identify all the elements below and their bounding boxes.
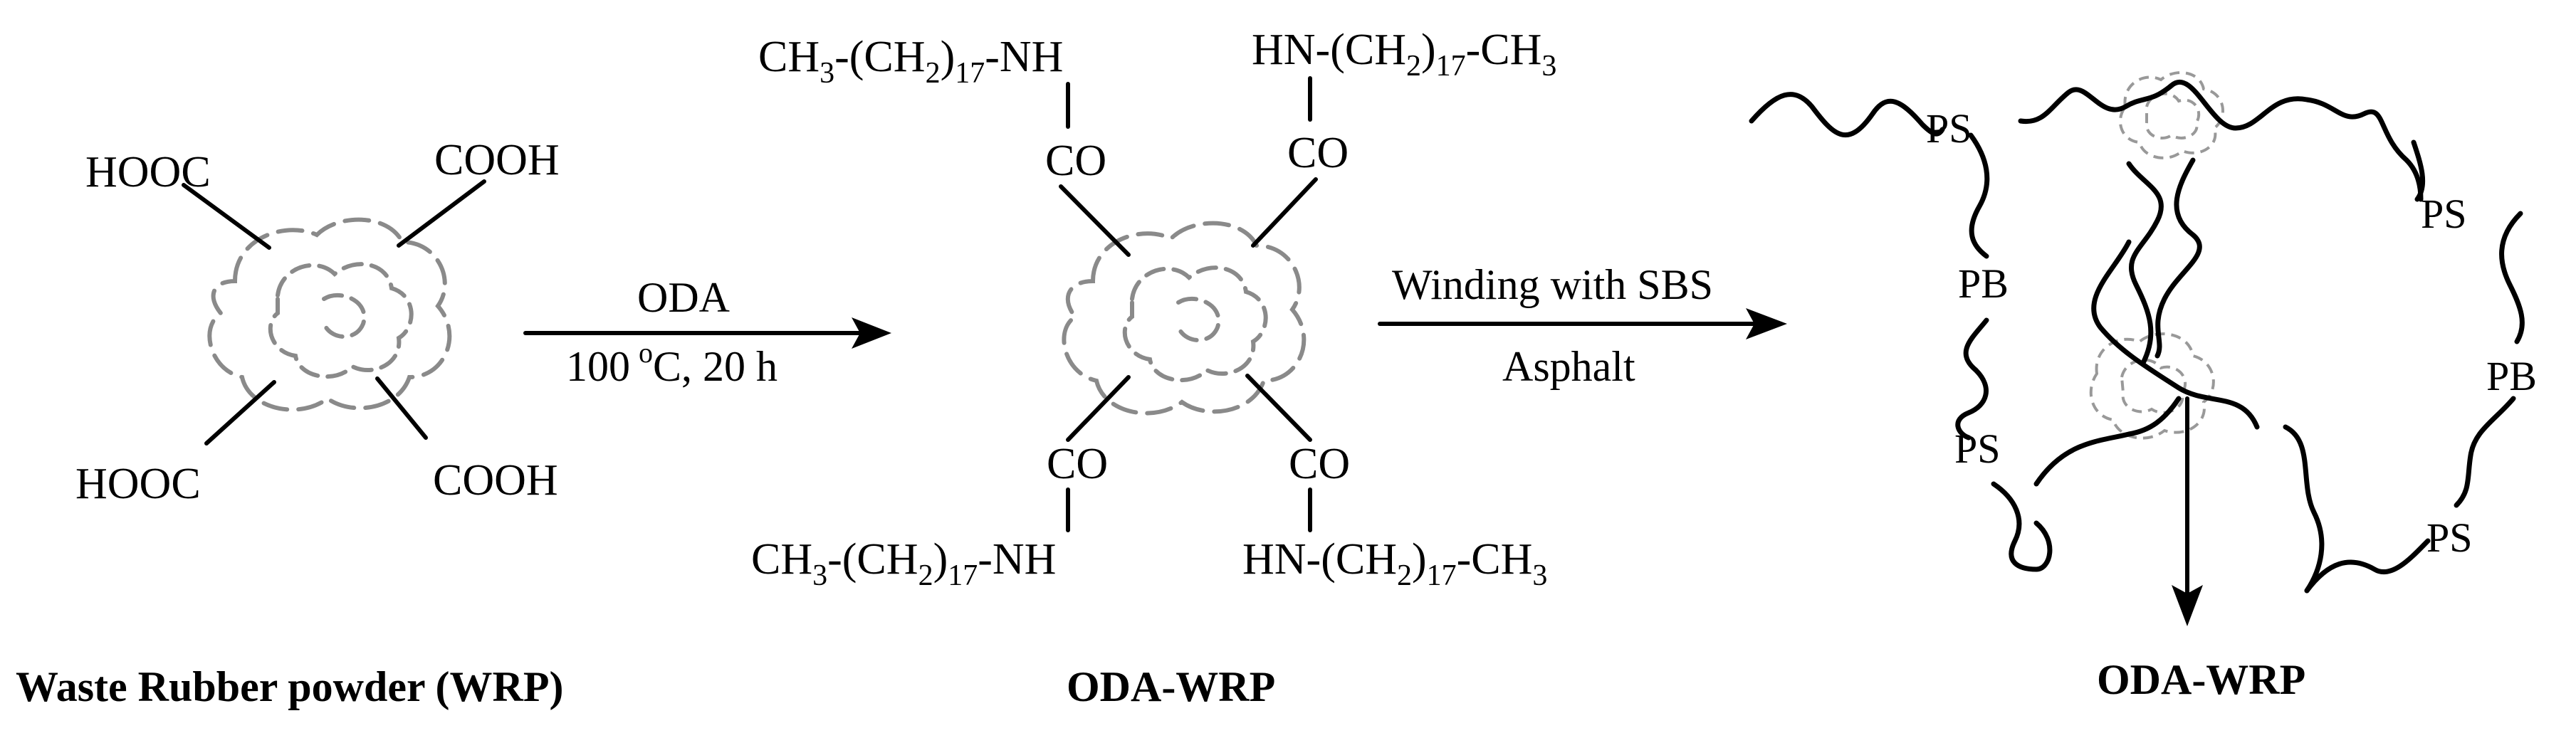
label-pb-right: PB — [2486, 353, 2537, 399]
wrp-group-bottom-left: HOOC — [75, 460, 201, 508]
chain-bottom-left — [1991, 481, 2053, 572]
wrp-group-top-left: HOOC — [85, 148, 211, 196]
chain-bottom-right: HN-(CH2)17-CH3 — [1242, 535, 1547, 592]
carbonyl-bottom-right: CO — [1289, 440, 1350, 488]
bond-top-right — [397, 179, 486, 248]
label-ps-left: PS — [1954, 426, 2001, 472]
chain-center-left — [2033, 396, 2182, 487]
step1-reagent: ODA — [637, 274, 730, 321]
network-particle-center-icon — [2089, 332, 2215, 440]
bond-bottom-right — [375, 376, 428, 440]
bond-bottom-left — [204, 380, 276, 445]
chain-bottom-mid — [2283, 424, 2325, 594]
chain-inner-3 — [2091, 239, 2260, 430]
bond-top-left — [182, 183, 271, 250]
step2-line2: Asphalt — [1502, 343, 1635, 390]
chain-left-vertical — [1968, 132, 1990, 259]
step2-line1: Winding with SBS — [1392, 261, 1713, 308]
label-ps-right-bottom: PS — [2426, 515, 2473, 561]
label-ps-top: PS — [1926, 105, 1972, 152]
carbonyl-top-right: CO — [1287, 129, 1349, 177]
wrp-caption: Waste Rubber powder (WRP) — [16, 663, 563, 710]
label-pb-left: PB — [1958, 260, 2009, 307]
chain-inner-1 — [2126, 161, 2164, 366]
wrp-particle-icon — [207, 217, 452, 412]
network-particle-top-icon — [2118, 71, 2224, 159]
chain-bottom-right — [2304, 538, 2431, 594]
reaction-arrow-2 — [1378, 308, 1787, 339]
carbonyl-top-left: CO — [1045, 137, 1106, 185]
chain-inner-2 — [2154, 157, 2202, 359]
sbs-network: PS PB PS PS PB PS — [1749, 71, 2537, 626]
network-caption: ODA-WRP — [2097, 656, 2305, 703]
chain-top-left: CH3-(CH2)17-NH — [758, 33, 1063, 90]
carbonyl-bottom-left: CO — [1047, 440, 1108, 488]
network-arrow-head — [2172, 585, 2203, 626]
chain-top-span — [2018, 80, 2424, 202]
chain-right-vertical — [2499, 211, 2525, 344]
oda-wrp-caption: ODA-WRP — [1067, 663, 1275, 710]
oda-wrp-molecule: CH3-(CH2)17-NH CO HN-(CH2)17-CH3 CO CO C… — [751, 26, 1556, 592]
oda-wrp-particle-icon — [1062, 221, 1307, 416]
reaction-arrow-1 — [523, 317, 891, 349]
wrp-molecule: HOOC COOH HOOC COOH — [75, 136, 560, 508]
chain-left-lower — [1955, 317, 1989, 441]
wrp-group-bottom-right: COOH — [433, 456, 558, 505]
label-ps-right-top: PS — [2421, 191, 2467, 237]
chain-top-left — [1749, 92, 1945, 138]
chain-top-right: HN-(CH2)17-CH3 — [1252, 26, 1556, 83]
chain-top-right-end — [2411, 139, 2426, 202]
chain-right-lower — [2454, 396, 2516, 508]
chain-bottom-left: CH3-(CH2)17-NH — [751, 535, 1056, 592]
wrp-group-top-right: COOH — [434, 136, 560, 184]
